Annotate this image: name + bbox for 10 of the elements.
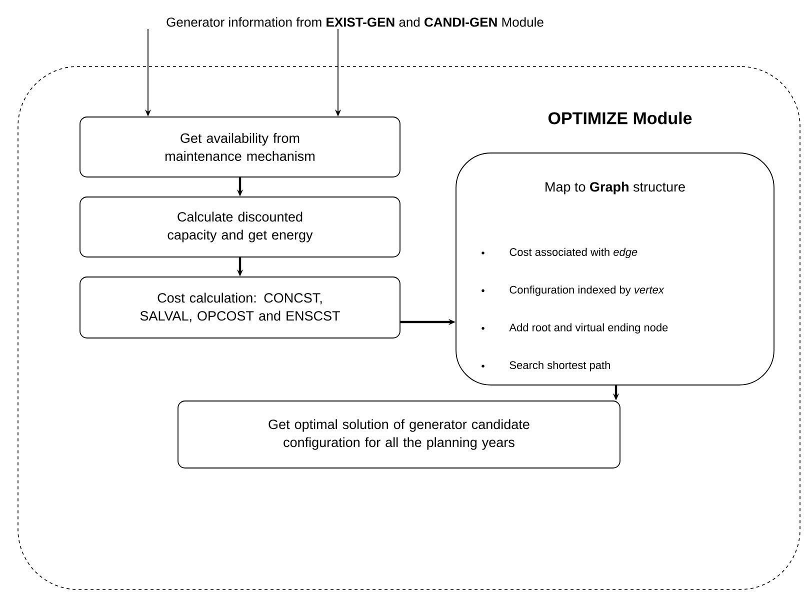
bullet-item: Configuration indexed by vertex bbox=[510, 286, 664, 296]
process-box: Get availability from maintenance mechanism bbox=[80, 116, 400, 178]
source-text: Generator information from EXIST-GEN and CANDI-GEN Module bbox=[166, 17, 544, 27]
bullet-item: Search shortest path bbox=[510, 360, 610, 372]
process-box: Calculate discounted capacity and get energy bbox=[80, 196, 400, 258]
box-heading: Map to Graph structure bbox=[546, 182, 685, 194]
bullet-item: Add root and virtual ending node bbox=[509, 323, 668, 334]
process-box: Cost calculation: CONCST, SALVAL, OPCOST and ENSCST bbox=[80, 276, 400, 338]
process-box: Get optimal solution of generator candidate configuration for all the planning years bbox=[178, 400, 620, 468]
bullet-item: Cost associated with edge bbox=[510, 248, 638, 258]
